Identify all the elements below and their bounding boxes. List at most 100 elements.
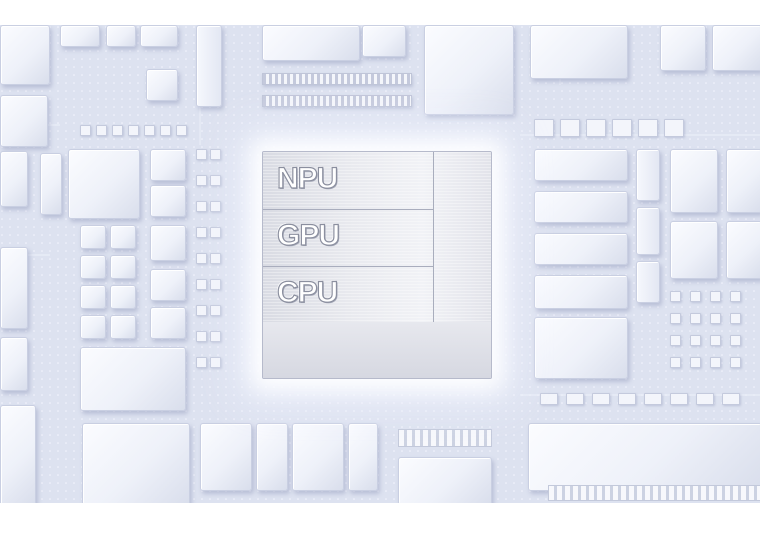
component: [140, 25, 178, 47]
pad: [176, 125, 187, 136]
component: [636, 149, 660, 201]
pad: [160, 125, 171, 136]
pad: [730, 357, 741, 368]
component: [110, 225, 136, 249]
pad: [592, 393, 610, 405]
pad: [540, 393, 558, 405]
gpu-label: GPU: [276, 218, 340, 252]
pad: [534, 119, 554, 137]
pad: [664, 119, 684, 137]
pad: [730, 291, 741, 302]
component: [262, 25, 360, 61]
pad: [196, 201, 207, 212]
component: [0, 247, 28, 329]
cpu-label: CPU: [276, 275, 339, 309]
gpu-block: GPU: [263, 209, 433, 267]
pad: [560, 119, 580, 137]
component: [0, 337, 28, 391]
circuit-board: NPU GPU CPU: [0, 25, 760, 503]
pad: [690, 357, 701, 368]
component: [150, 225, 186, 261]
component: [80, 347, 186, 411]
component: [0, 405, 36, 503]
component: [670, 221, 718, 279]
component: [530, 25, 628, 79]
component: [636, 261, 660, 303]
component: [292, 423, 344, 491]
component: [60, 25, 100, 47]
pad: [210, 331, 221, 342]
component: [424, 25, 514, 115]
component: [534, 233, 628, 265]
component: [110, 285, 136, 309]
component: [528, 423, 760, 491]
component: [80, 255, 106, 279]
component: [40, 153, 62, 215]
soc-lower-region: [263, 322, 491, 378]
block-divider: [433, 152, 434, 322]
pad: [210, 201, 221, 212]
component: [534, 149, 628, 181]
pad: [670, 357, 681, 368]
pad: [210, 357, 221, 368]
pad: [730, 313, 741, 324]
pad: [586, 119, 606, 137]
pad: [710, 291, 721, 302]
component: [534, 191, 628, 223]
pad: [670, 313, 681, 324]
component: [150, 269, 186, 301]
pad: [210, 253, 221, 264]
pad: [670, 291, 681, 302]
pad: [690, 291, 701, 302]
component: [362, 25, 406, 57]
connector: [398, 429, 492, 447]
pad: [128, 125, 139, 136]
component: [0, 25, 50, 85]
pad: [670, 393, 688, 405]
pad: [670, 335, 681, 346]
component: [150, 149, 186, 181]
pad: [196, 227, 207, 238]
component: [146, 69, 178, 101]
component: [80, 225, 106, 249]
pad: [210, 279, 221, 290]
pad: [196, 305, 207, 316]
soc-chip: NPU GPU CPU: [262, 151, 492, 379]
pad: [730, 335, 741, 346]
component: [196, 25, 222, 107]
component: [68, 149, 140, 219]
component: [398, 457, 492, 503]
pad: [196, 357, 207, 368]
component: [256, 423, 288, 491]
component: [106, 25, 136, 47]
component: [670, 149, 718, 213]
pad: [112, 125, 123, 136]
component: [534, 275, 628, 309]
pad: [710, 335, 721, 346]
connector: [262, 73, 412, 85]
component: [80, 285, 106, 309]
component: [110, 255, 136, 279]
connector: [548, 485, 760, 501]
component: [660, 25, 706, 71]
pad: [566, 393, 584, 405]
pad: [196, 331, 207, 342]
component: [200, 423, 252, 491]
component: [0, 151, 28, 207]
component: [150, 307, 186, 339]
pad: [144, 125, 155, 136]
component: [110, 315, 136, 339]
pad: [638, 119, 658, 137]
component: [636, 207, 660, 255]
component: [712, 25, 760, 71]
component: [726, 149, 760, 213]
pad: [644, 393, 662, 405]
pad: [710, 357, 721, 368]
cpu-block: CPU: [263, 266, 433, 323]
pad: [690, 335, 701, 346]
pad: [196, 175, 207, 186]
component: [726, 221, 760, 279]
connector: [262, 95, 412, 107]
pad: [210, 175, 221, 186]
pad: [612, 119, 632, 137]
